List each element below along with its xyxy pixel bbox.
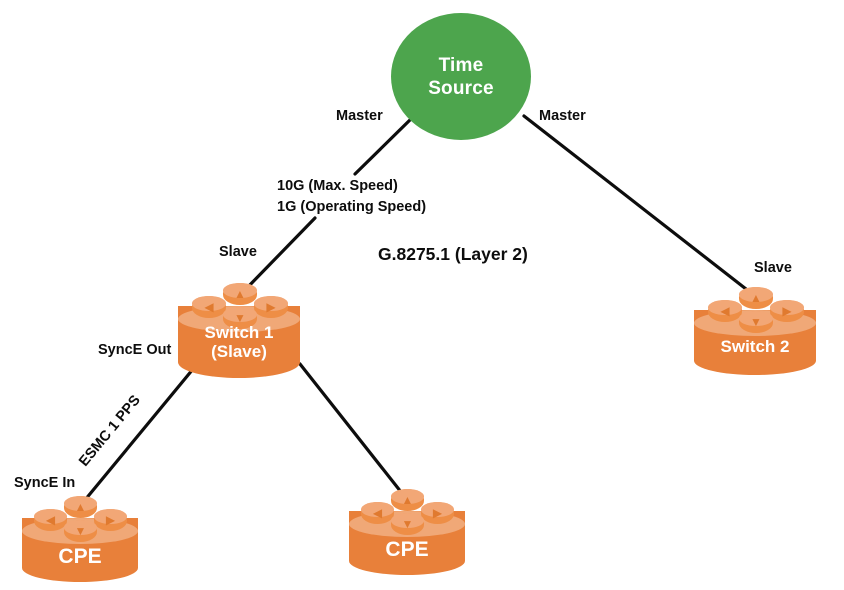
arrow-left-icon: ◀ xyxy=(204,300,214,314)
cpe-1-port-bottom-cap xyxy=(64,520,97,535)
node-cpe-1[interactable]: ▲ ◀ ▶ ▼ CPE xyxy=(22,496,138,582)
cpe-2-port-top: ▲ xyxy=(391,489,424,511)
cpe-1-port-right-cap xyxy=(94,509,127,524)
node-time-source[interactable]: Time Source xyxy=(391,13,531,140)
arrow-right-icon: ▶ xyxy=(432,506,443,520)
cpe-2-port-right: ▶ xyxy=(421,502,454,524)
cpe-1-port-top: ▲ xyxy=(64,496,97,518)
switch-1-port-left-cap xyxy=(192,296,226,311)
arrow-down-icon: ▼ xyxy=(750,315,762,329)
switch-2-port-right-cap xyxy=(770,300,804,315)
cpe-1-port-left: ◀ xyxy=(34,509,67,531)
edge-switch1-cpe2 xyxy=(298,362,407,499)
arrow-left-icon: ◀ xyxy=(720,304,730,318)
switch-2-port-left: ◀ xyxy=(708,300,742,322)
cpe-2-port-left: ◀ xyxy=(361,502,394,524)
arrow-down-icon: ▼ xyxy=(74,524,87,538)
time-source-label-line2: Source xyxy=(428,77,494,99)
label-slave-switch2: Slave xyxy=(754,260,792,276)
switch-1-port-bottom: ▼ xyxy=(223,307,257,329)
label-slave-switch1: Slave xyxy=(219,244,257,260)
arrow-up-icon: ▲ xyxy=(234,287,246,301)
arrow-up-icon: ▲ xyxy=(401,493,414,507)
switch-2-port-right: ▶ xyxy=(770,300,804,322)
edge-switch1-cpe1 xyxy=(78,361,200,508)
switch-1-port-left: ◀ xyxy=(192,296,226,318)
edge-timesource-switch2 xyxy=(522,114,757,298)
edge-timesource-switch1-lower xyxy=(241,216,317,294)
cpe-1-port-right: ▶ xyxy=(94,509,127,531)
arrow-down-icon: ▼ xyxy=(234,311,246,325)
switch-2-port-bottom-cap xyxy=(739,311,773,326)
label-synce-out: SyncE Out xyxy=(98,342,172,358)
label-synce-in: SyncE In xyxy=(14,475,76,491)
cpe-1-port-top-cap xyxy=(64,496,97,511)
switch-1-port-top: ▲ xyxy=(223,283,257,305)
arrow-right-icon: ▶ xyxy=(782,304,792,318)
label-speed-max: 10G (Max. Speed) xyxy=(277,178,398,194)
cpe-2-port-left-cap xyxy=(361,502,394,517)
switch-1-port-top-cap xyxy=(223,283,257,298)
arrow-left-icon: ◀ xyxy=(45,513,56,527)
label-master-right: Master xyxy=(539,108,586,124)
cpe-1-port-bottom: ▼ xyxy=(64,520,97,542)
time-source-label-line1: Time xyxy=(438,54,484,76)
label-master-left: Master xyxy=(336,108,383,124)
arrow-right-icon: ▶ xyxy=(266,300,276,314)
switch-2-port-top: ▲ xyxy=(739,287,773,309)
node-switch-1[interactable]: ▲ ◀ ▶ ▼ Switch 1 (Slave) xyxy=(178,283,300,378)
label-speed-operating: 1G (Operating Speed) xyxy=(277,199,427,215)
arrow-down-icon: ▼ xyxy=(401,517,414,531)
switch-1-port-bottom-cap xyxy=(223,307,257,322)
label-profile-g82751: G.8275.1 (Layer 2) xyxy=(378,244,528,264)
switch-2-port-bottom: ▼ xyxy=(739,311,773,333)
cpe-2-port-right-cap xyxy=(421,502,454,517)
switch-1-port-right-cap xyxy=(254,296,288,311)
switch-2-port-top-cap xyxy=(739,287,773,302)
switch-1-port-right: ▶ xyxy=(254,296,288,318)
cpe-2-port-top-cap xyxy=(391,489,424,504)
arrow-up-icon: ▲ xyxy=(750,291,762,305)
arrow-left-icon: ◀ xyxy=(372,506,383,520)
cpe-2-port-bottom: ▼ xyxy=(391,513,424,535)
arrow-right-icon: ▶ xyxy=(105,513,116,527)
switch-2-port-left-cap xyxy=(708,300,742,315)
node-cpe-2[interactable]: ▲ ◀ ▶ ▼ CPE xyxy=(349,489,465,575)
edge-timesource-switch1 xyxy=(353,114,416,176)
cpe-2-port-bottom-cap xyxy=(391,513,424,528)
cpe-1-port-left-cap xyxy=(34,509,67,524)
arrow-up-icon: ▲ xyxy=(74,500,87,514)
node-switch-2[interactable]: ▲ ◀ ▶ ▼ Switch 2 xyxy=(694,287,816,375)
